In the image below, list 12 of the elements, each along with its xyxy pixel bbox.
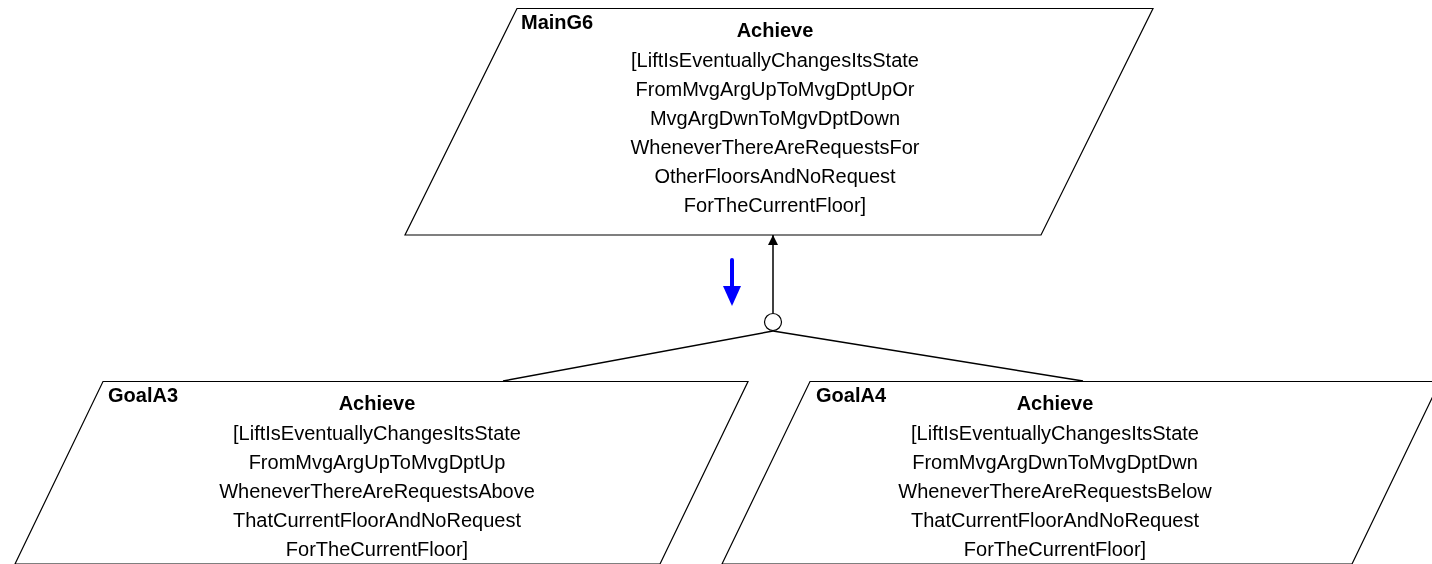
goal-name: GoalA4: [816, 383, 887, 407]
connector-line: [772, 330, 1084, 382]
connector-line: [502, 330, 774, 382]
goal-type: Achieve: [736, 18, 814, 42]
goal-statement: [LiftIsEventuallyChangesItsState FromMvgArgUpToMvgDptUpOr MvgArgDwnToMgvDptDown WheneverThereAreRequestsFor OtherFloorsAndNoRequest ForTheCurrentFloor]: [629, 48, 921, 218]
goal-statement: [LiftIsEventuallyChangesItsState FromMvgArgDwnToMvgDptDwn WheneverThereAreRequestsBelow ThatCurrentFloorAndNoRequest ForTheCurrentFloor]: [897, 421, 1213, 562]
connector-line: [768, 234, 778, 314]
goal-type: Achieve: [338, 391, 416, 415]
goal-statement: [LiftIsEventuallyChangesItsState FromMvgArgUpToMvgDptUp WheneverThereAreRequestsAbove ThatCurrentFloorAndNoRequest ForTheCurrentFloor]: [218, 421, 536, 562]
goal-name: MainG6: [521, 10, 594, 34]
goal-name: GoalA3: [108, 383, 179, 407]
goal-type: Achieve: [1016, 391, 1094, 415]
